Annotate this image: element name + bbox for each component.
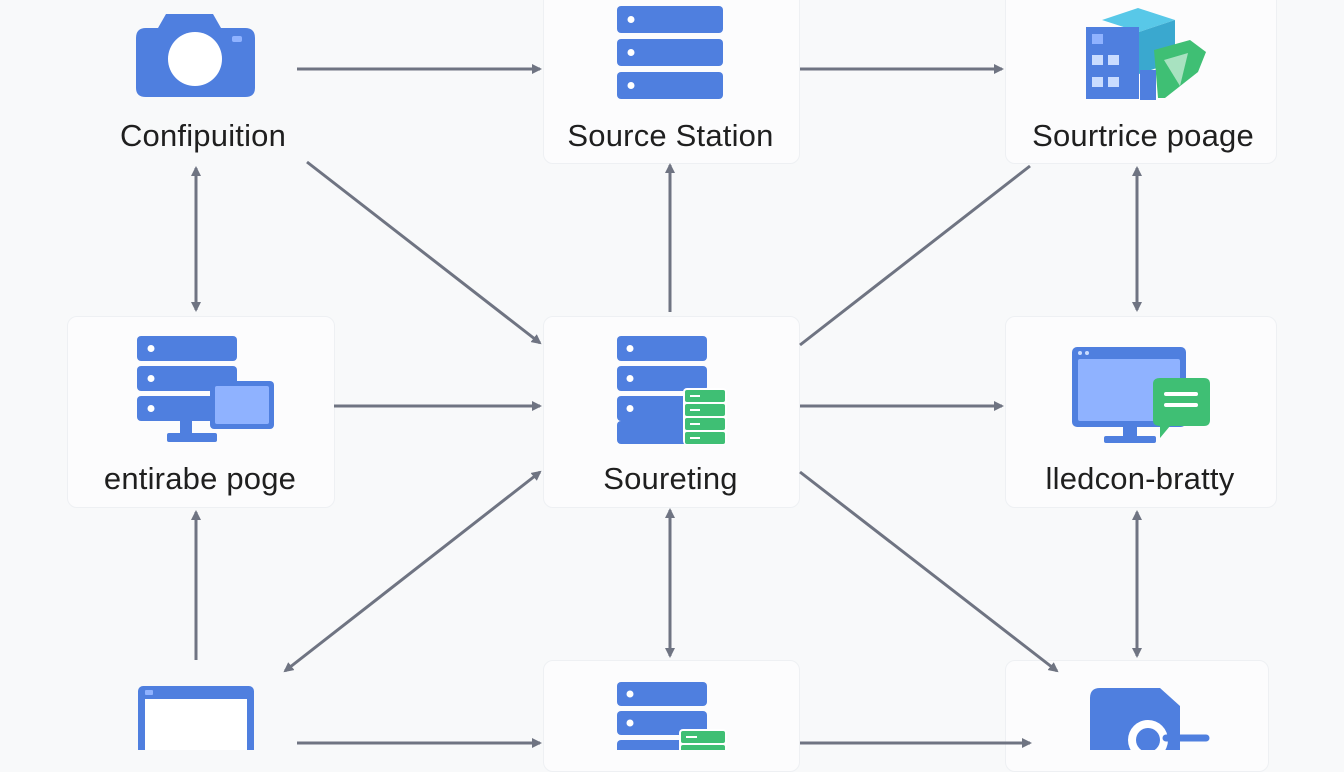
server-database-icon <box>617 336 727 445</box>
arrow-sourcing-to-bottom-right <box>799 470 1059 673</box>
window-icon <box>138 686 254 750</box>
server-monitor-icon <box>137 336 274 442</box>
node-label-sourcing: Soureting <box>603 461 738 496</box>
node-label-display: lledcon-bratty <box>1045 461 1235 496</box>
camera-icon <box>136 14 255 97</box>
node-label-source-station: Source Station <box>567 118 774 153</box>
server-icon <box>617 6 723 99</box>
node-label-entry-page: entirabe poge <box>103 461 297 496</box>
monitor-chat-icon <box>1072 347 1210 443</box>
line-sourcing-to-source-page <box>799 164 1031 347</box>
arrow-sourcing-bottom-left-bidirectional <box>283 470 542 673</box>
diagram-canvas <box>136 6 1210 750</box>
arrow-camera-to-sourcing <box>306 160 542 345</box>
connectors <box>191 64 1142 748</box>
buildings-cube-icon <box>1086 8 1206 100</box>
search-folder-icon <box>1090 688 1210 750</box>
node-label-source-page: Sourtrice poage <box>1032 118 1254 153</box>
node-label-camera: Confipuition <box>119 118 287 153</box>
server-database-icon-bottom <box>617 682 727 750</box>
